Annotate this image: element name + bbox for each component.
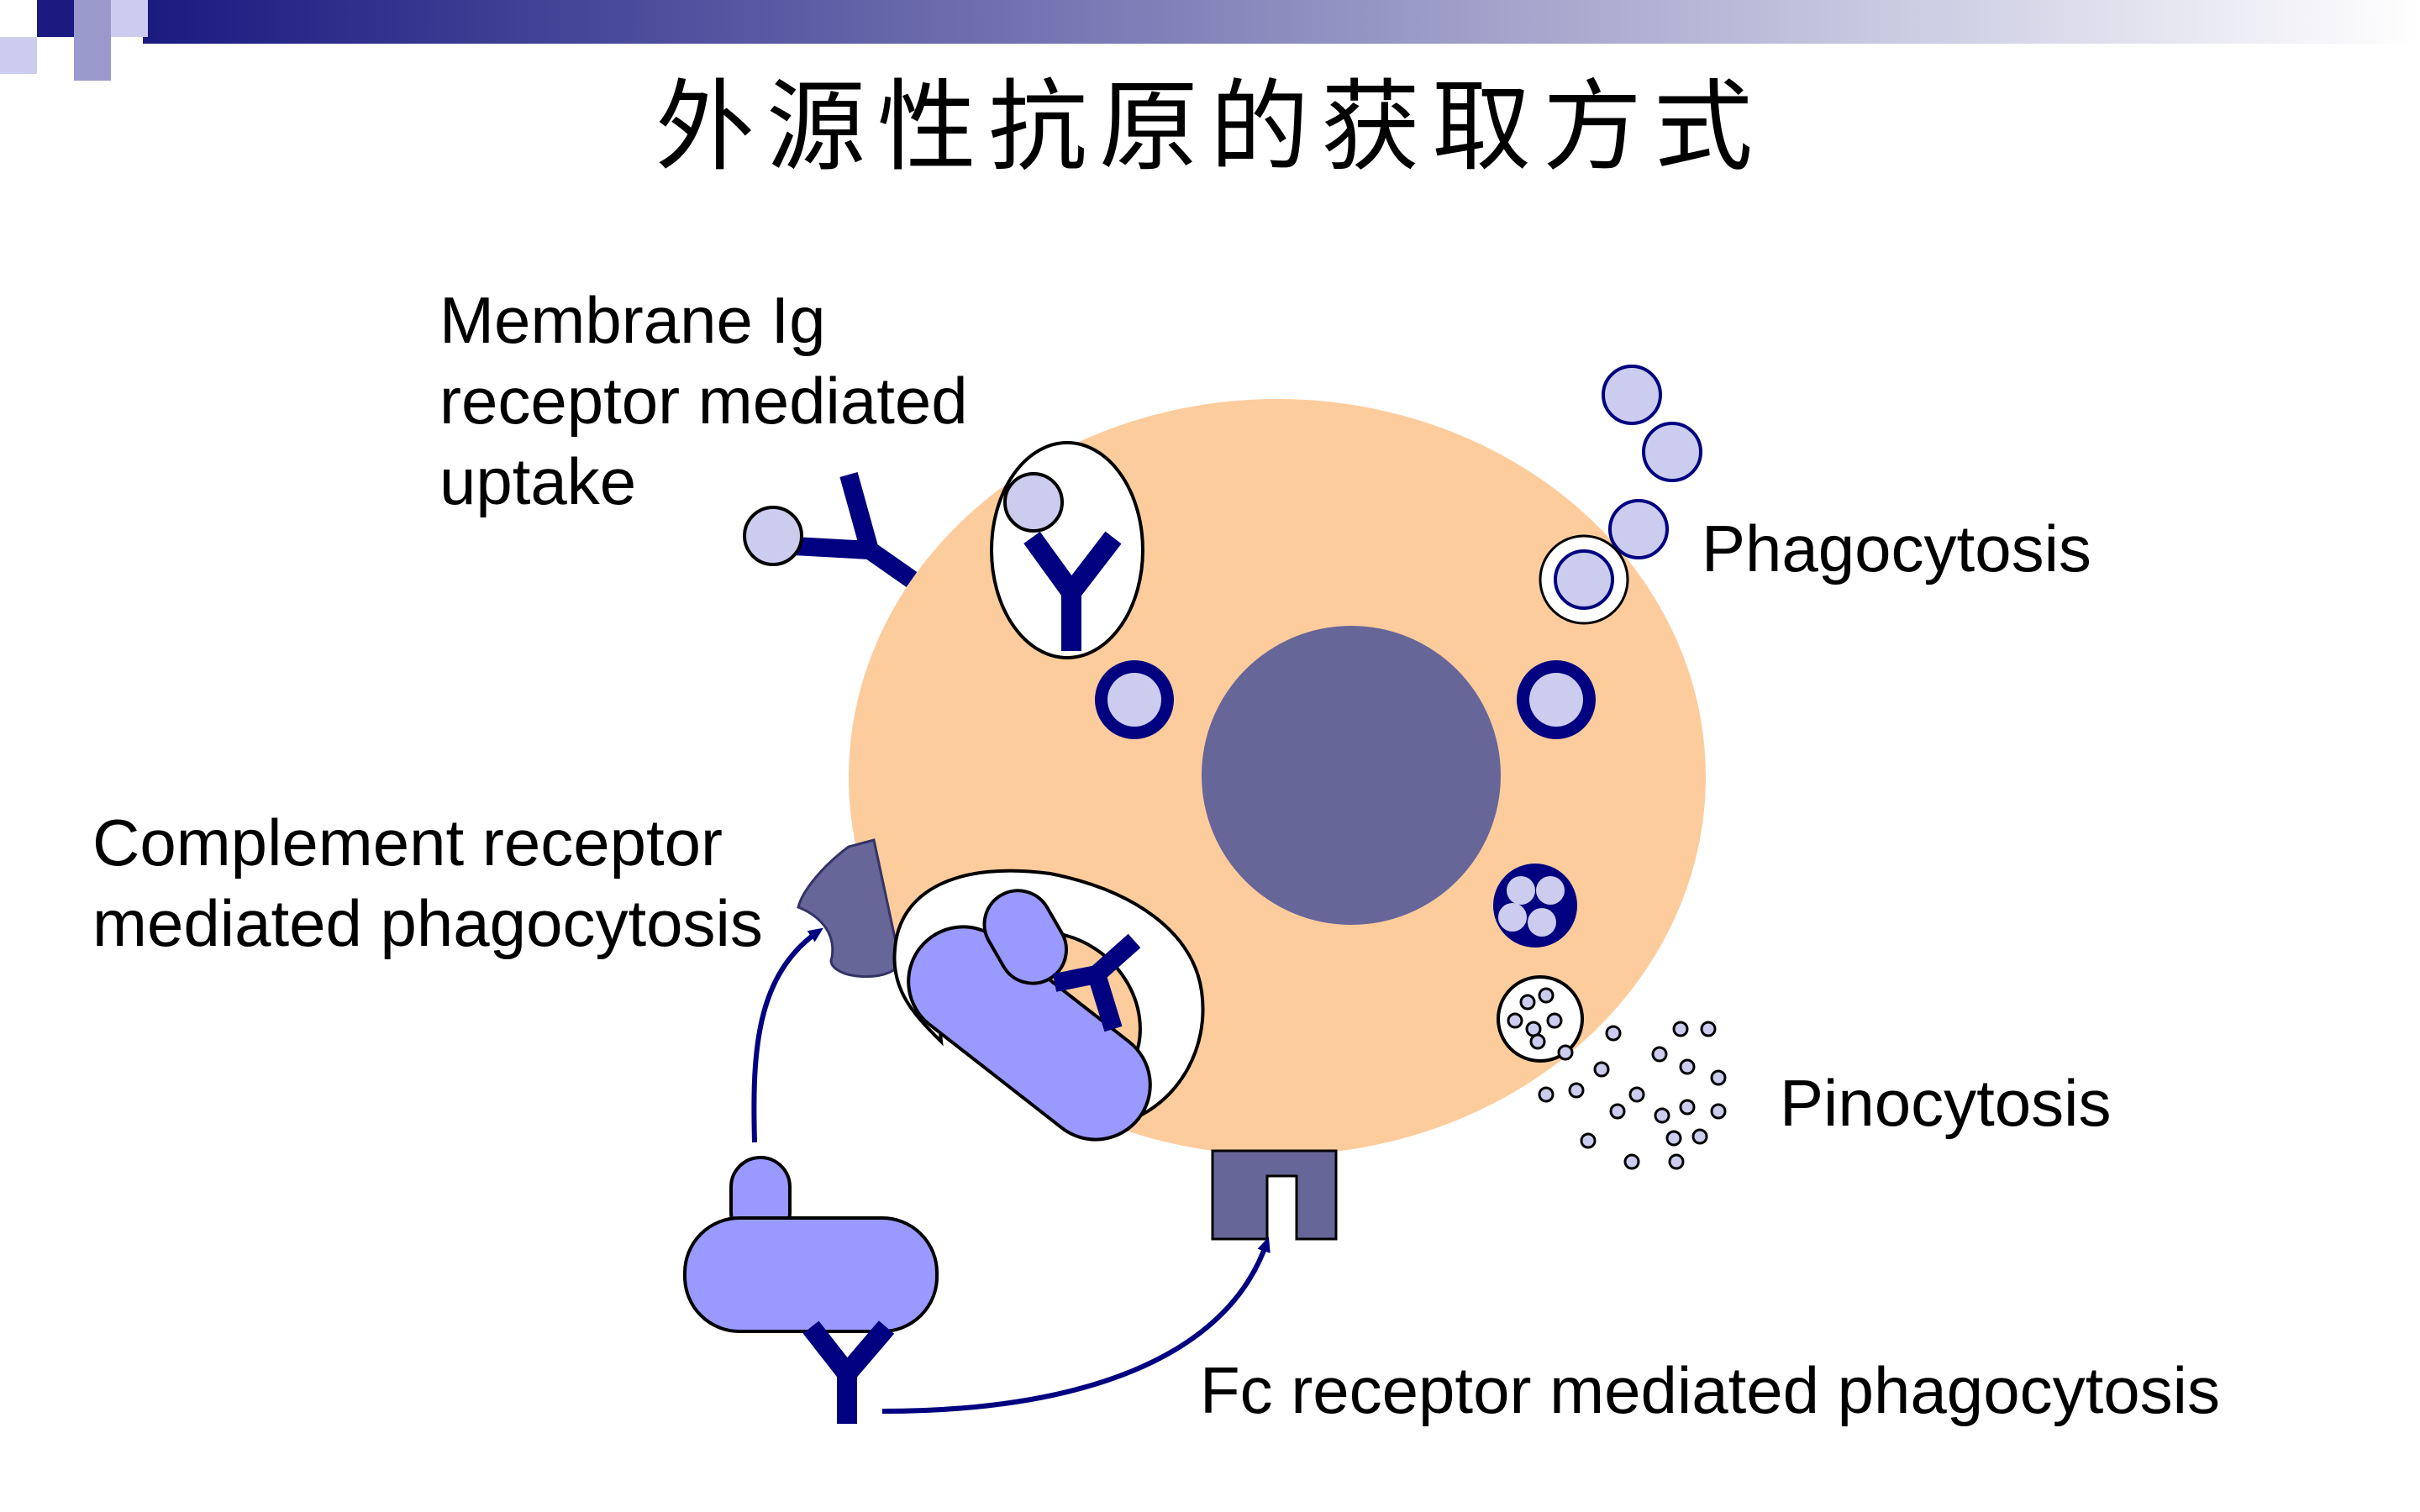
phagosome-particles xyxy=(1498,876,1565,937)
label-line: uptake xyxy=(439,444,637,518)
label-line: mediated phagocytosis xyxy=(92,886,763,960)
label-fc-receptor: Fc receptor mediated phagocytosis xyxy=(1200,1353,2220,1427)
antigen-in-vesicle xyxy=(1003,472,1064,533)
fc-receptor xyxy=(1211,1149,1338,1241)
label-line: Membrane Ig xyxy=(439,283,826,357)
label-line: receptor mediated xyxy=(439,364,968,438)
phagocytosis-particles xyxy=(1539,365,1702,625)
free-bacterium xyxy=(683,1156,939,1333)
free-antibody-icon xyxy=(802,1320,895,1424)
header-band xyxy=(0,0,2420,81)
free-antigen xyxy=(743,506,803,566)
arrow-to-fc xyxy=(881,1236,1270,1414)
label-pinocytosis: Pinocytosis xyxy=(1780,1066,2112,1140)
page-title: 外源性抗原的获取方式 xyxy=(655,69,1765,185)
antibody-on-bacterium-icon xyxy=(1052,933,1141,1032)
label-membrane-ig: Membrane Ig receptor mediated uptake xyxy=(439,280,968,522)
label-line: Complement receptor xyxy=(92,806,723,879)
endosome-left-content xyxy=(1107,673,1161,727)
pinocytosis-droplets-inside xyxy=(1507,987,1563,1050)
arrow-to-complement xyxy=(751,927,823,1143)
nucleus xyxy=(1202,626,1501,925)
endosome-right-content xyxy=(1529,673,1583,727)
pinocytosis-vesicle xyxy=(1497,975,1584,1063)
antibody-in-vesicle-icon xyxy=(1023,531,1122,651)
pinocytosis-droplets-outside xyxy=(1538,1021,1727,1170)
complement-receptor xyxy=(797,838,902,979)
engulfed-bacterium xyxy=(907,889,1152,1142)
label-phagocytosis: Phagocytosis xyxy=(1702,512,2091,585)
label-complement: Complement receptor mediated phagocytosi… xyxy=(92,802,763,963)
membrane-ig-antibody-icon xyxy=(793,472,918,588)
